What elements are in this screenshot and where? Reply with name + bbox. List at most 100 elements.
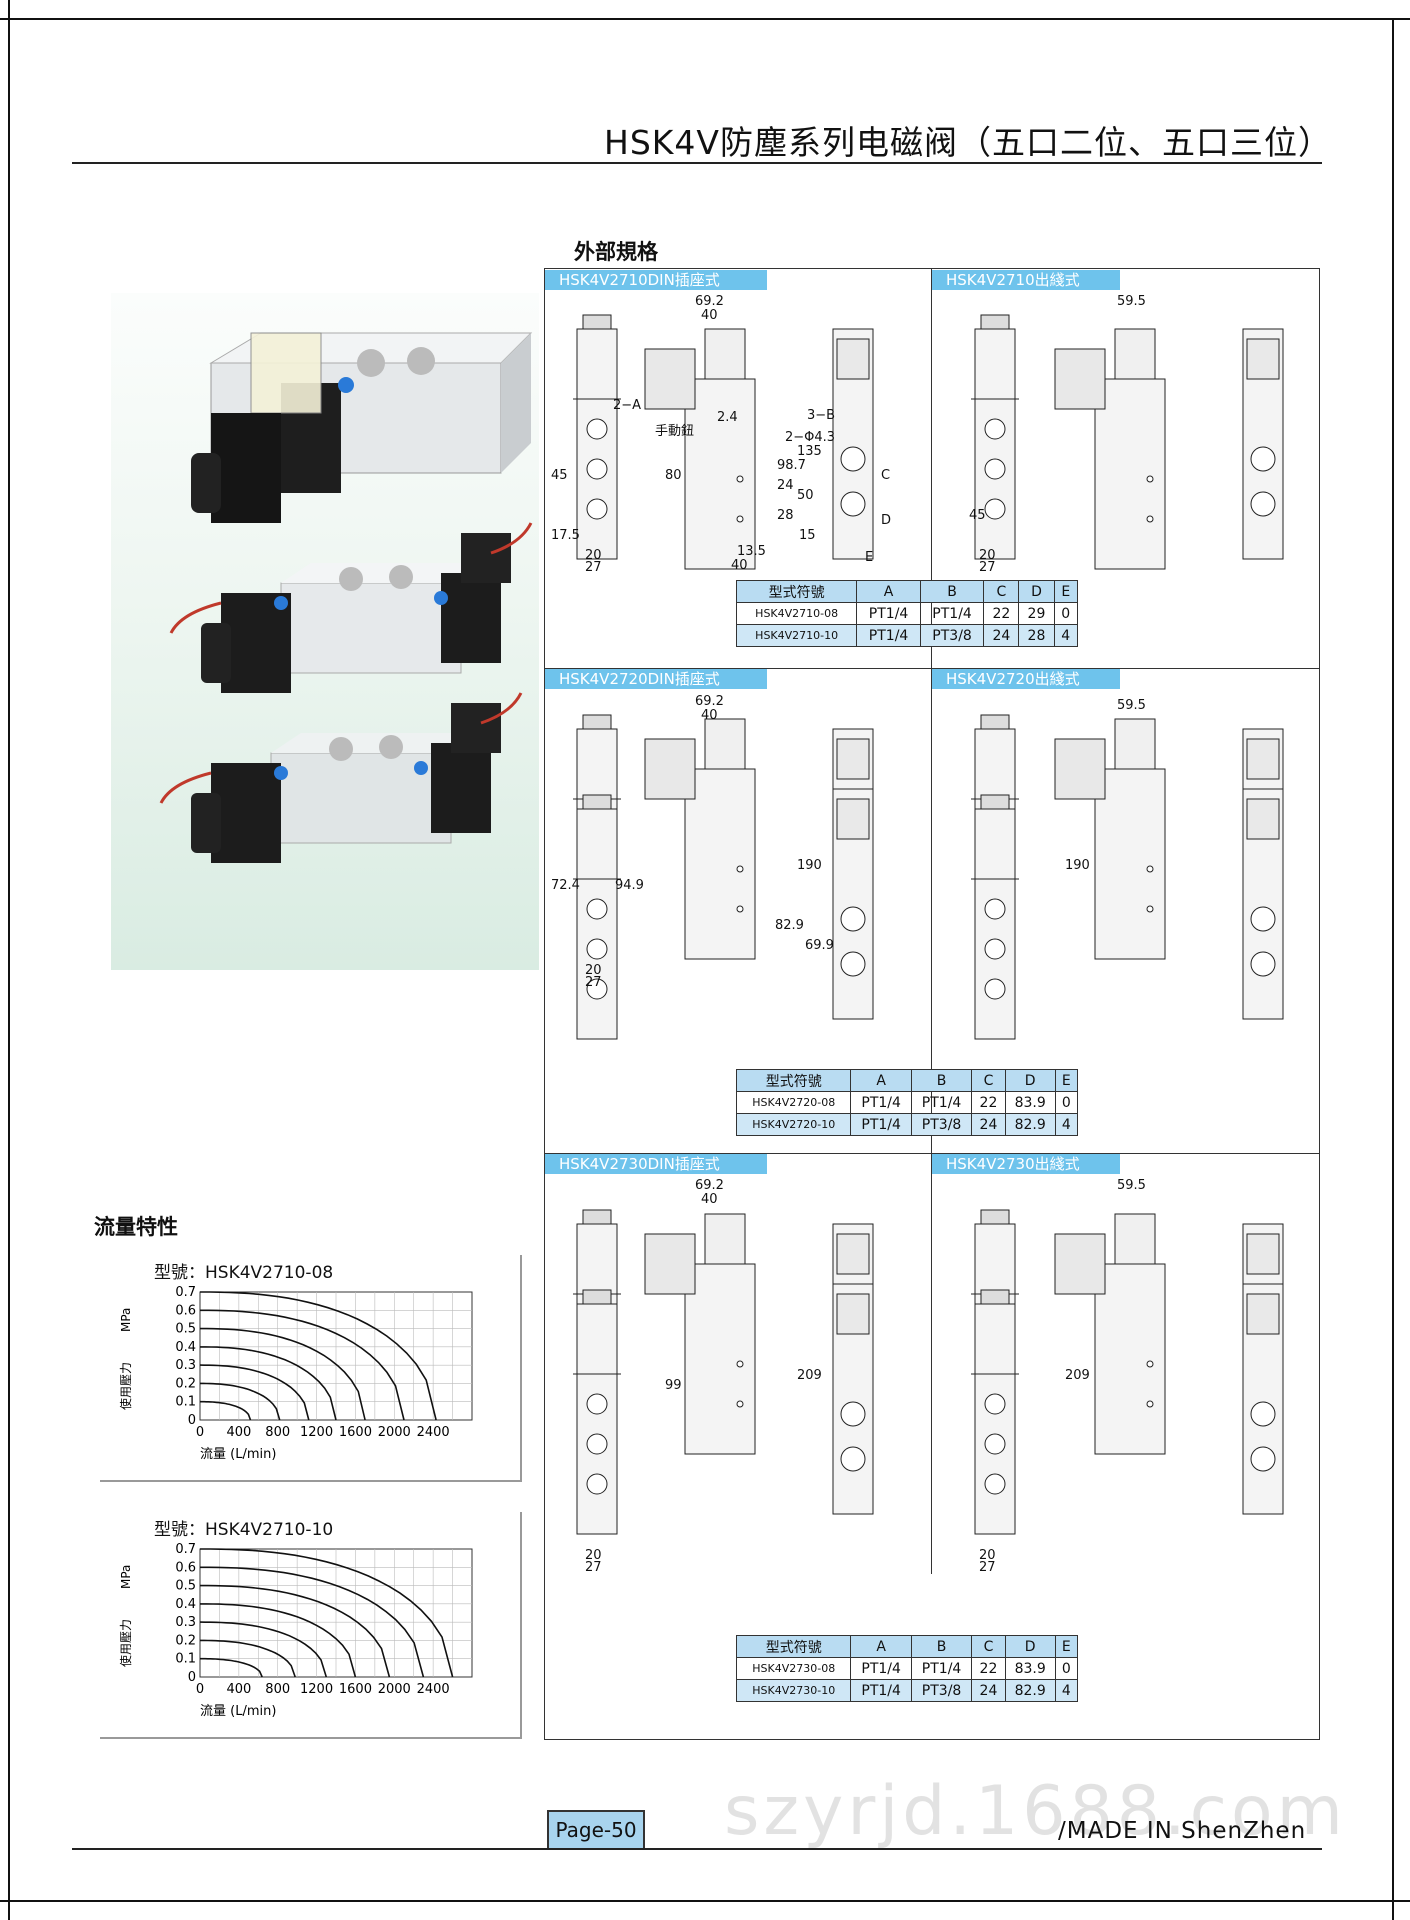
x-tick-label: 800	[265, 1682, 290, 1697]
panel-label-2730-din: HSK4V2730DIN插座式	[545, 1154, 767, 1174]
y-axis-label: 使用壓力	[118, 1619, 133, 1667]
panel-label-2730-wire: HSK4V2730出綫式	[932, 1154, 1120, 1174]
spec-divider-row2	[545, 1153, 1319, 1154]
dim-27-p6: 27	[979, 1560, 996, 1575]
dim-27-p5: 27	[585, 1560, 602, 1575]
dim-24: 24	[777, 478, 794, 493]
dim-2a: 2−A	[613, 398, 641, 413]
x-tick-label: 0	[196, 1682, 204, 1697]
dim-699-p3: 69.9	[805, 938, 834, 953]
dim-190-p3: 190	[797, 858, 822, 873]
y-tick-label: 0.1	[175, 1395, 196, 1410]
y-tick-label: 0.2	[175, 1376, 196, 1391]
dimension-drawings: 69.2 40 2.4 手動鈕 45 17.5 20 27 13.5 40 2−…	[551, 294, 1284, 1575]
dim-28: 28	[777, 508, 794, 523]
x-tick-label: 0	[196, 1425, 204, 1440]
flow-curve	[200, 1382, 281, 1421]
y-tick-label: 0.7	[175, 1285, 196, 1300]
x-tick-label: 2400	[417, 1425, 450, 1440]
dim-d: D	[881, 513, 891, 528]
x-tick-label: 1200	[300, 1682, 333, 1697]
x-axis-label: 流量 (L/min)	[200, 1704, 276, 1717]
y-tick-label: 0.4	[175, 1340, 196, 1355]
x-tick-label: 800	[265, 1425, 290, 1440]
y-tick-label: 0.6	[175, 1303, 196, 1318]
spec-divider-vertical	[931, 269, 932, 1574]
y-tick-label: 0.3	[175, 1358, 196, 1373]
dim-13-5: 13.5	[737, 544, 766, 559]
flow-card-1	[100, 1255, 522, 1482]
y-tick-label: 0.7	[175, 1542, 196, 1557]
dim-80: 80	[665, 468, 682, 483]
flow-curve	[200, 1400, 252, 1421]
frame-left-line	[8, 0, 10, 1920]
page-number: Page-50	[547, 1810, 645, 1850]
dim-209-p6: 209	[1065, 1368, 1090, 1383]
dim-209-p5: 209	[797, 1368, 822, 1383]
frame-right-line	[1392, 18, 1394, 1920]
dim-phi: 2−Φ4.3	[785, 430, 835, 445]
spec-divider-row1	[545, 668, 1319, 669]
x-tick-label: 1600	[339, 1425, 372, 1440]
panel-label-2720-wire: HSK4V2720出綫式	[932, 669, 1120, 689]
dim-59-p4: 59.5	[1117, 698, 1146, 713]
y-tick-label: 0.2	[175, 1633, 196, 1648]
panel-label-2710-wire: HSK4V2710出綫式	[932, 270, 1120, 290]
made-in-label: /MADE IN ShenZhen	[1058, 1818, 1307, 1844]
flow-curve	[200, 1639, 296, 1678]
flow-card-2	[100, 1512, 522, 1739]
y-tick-label: 0	[188, 1413, 196, 1428]
flow-curve	[200, 1327, 366, 1421]
watermark: szyrjd.1688.com	[724, 1772, 1347, 1851]
dim-45: 45	[551, 468, 568, 483]
x-tick-label: 400	[226, 1425, 251, 1440]
flow-curve	[199, 1364, 310, 1421]
dim-69-p3: 69.2	[695, 694, 724, 709]
dim-labels: 69.2 40 2.4 手動鈕 45 17.5 20 27 13.5 40 2−…	[551, 294, 1146, 1575]
dim-27-p2: 27	[979, 560, 996, 575]
flow-curve	[200, 1291, 437, 1421]
dim-20: 20	[585, 548, 602, 563]
dim-20-p2: 20	[979, 548, 996, 563]
flow-curve	[199, 1621, 328, 1678]
x-tick-label: 2000	[378, 1682, 411, 1697]
dim-15: 15	[799, 528, 816, 543]
product-photo-art	[159, 332, 533, 863]
dim-17-5: 17.5	[551, 528, 580, 543]
dim-59-p6: 59.5	[1117, 1178, 1146, 1193]
dim-829-p3: 82.9	[775, 918, 804, 933]
dim-c: C	[881, 468, 890, 483]
dim-40-p3: 40	[701, 708, 718, 723]
spec-box: HSK4V2710DIN插座式 HSK4V2710出綫式 HSK4V2720DI…	[544, 268, 1320, 1740]
dim-20-p3: 20	[585, 963, 602, 978]
dim-59: 59.5	[1117, 294, 1146, 309]
footer-rule	[72, 1848, 1322, 1850]
dim-20-p6: 20	[979, 1548, 996, 1563]
y-tick-label: 0.1	[175, 1652, 196, 1667]
dim-135: 135	[797, 444, 822, 459]
y-tick-label: 0.3	[175, 1615, 196, 1630]
x-tick-label: 2000	[378, 1425, 411, 1440]
dim-40-bottom: 40	[731, 558, 748, 573]
x-tick-label: 1200	[300, 1425, 333, 1440]
dim-99-p5: 99	[665, 1378, 682, 1393]
dim-40: 40	[701, 308, 718, 323]
dim-3b: 3−B	[807, 408, 835, 423]
flow-curve	[200, 1346, 337, 1421]
dim-50: 50	[797, 488, 814, 503]
dim-e: E	[865, 550, 873, 565]
title-rule	[72, 162, 1322, 164]
dim-98: 98.7	[777, 458, 806, 473]
dim-69: 69.2	[695, 294, 724, 309]
y-unit-label: MPa	[119, 1565, 133, 1589]
dim-27: 27	[585, 560, 602, 575]
flow-curve	[200, 1548, 454, 1678]
flow-curve	[200, 1657, 263, 1678]
y-tick-label: 0.6	[175, 1560, 196, 1575]
dim-69-p5: 69.2	[695, 1178, 724, 1193]
dim-190-p4: 190	[1065, 858, 1090, 873]
